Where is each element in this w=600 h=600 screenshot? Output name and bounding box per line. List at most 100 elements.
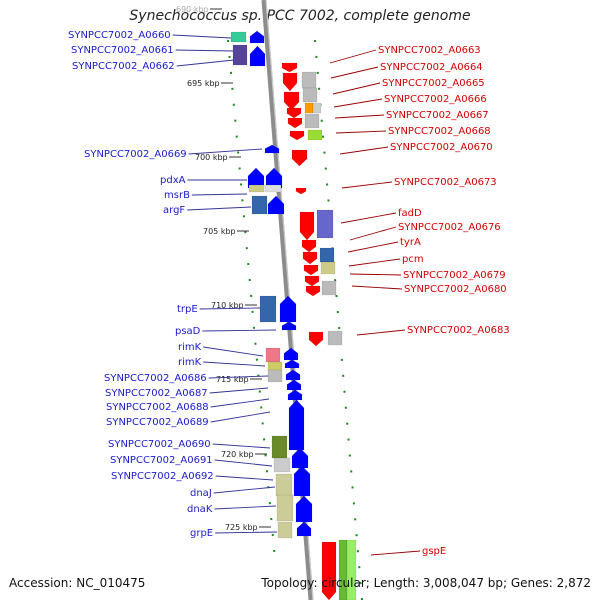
forward-gene-leader: [210, 411, 271, 423]
kbp-tick-label: 705 kbp: [203, 227, 236, 236]
reverse-gene-leader: [349, 226, 397, 241]
forward-gene-label: SYNPCC7002_A0689: [106, 417, 209, 428]
forward-gene-label: grpE: [190, 528, 213, 539]
reverse-gene-label: tyrA: [400, 237, 421, 248]
forward-gene-leader: [210, 398, 270, 408]
kbp-tick-label: 720 kbp: [221, 450, 254, 459]
forward-gene-label: argF: [163, 205, 185, 216]
reverse-gene-shape: [302, 251, 318, 265]
reverse-gene-shape: [291, 149, 308, 167]
reverse-gene-leader: [348, 258, 401, 267]
reverse-gene-label: fadD: [398, 208, 422, 219]
reverse-gene-leader: [330, 66, 379, 79]
reverse-gene-label: pcm: [402, 254, 424, 265]
reverse-gene-shape: [304, 275, 320, 287]
reverse-gene-shape: [301, 239, 317, 253]
reverse-gene-shape: [286, 107, 302, 119]
forward-gene-label: SYNPCC7002_A0686: [104, 373, 207, 384]
forward-gene-label: rimK: [178, 357, 202, 368]
forward-gene-shape: [259, 295, 277, 323]
forward-gene-label: dnaJ: [190, 488, 212, 499]
forward-gene-shape: [230, 31, 247, 43]
forward-gene-shape: [232, 44, 248, 66]
reverse-gene-shape: [305, 285, 321, 297]
reverse-gene-label: SYNPCC7002_A0680: [404, 284, 507, 295]
forward-gene-label: SYNPCC7002_A0660: [68, 30, 171, 41]
forward-gene-label: msrB: [164, 190, 190, 201]
map-title: Synechococcus sp. PCC 7002, complete gen…: [129, 8, 471, 24]
forward-gene-leader: [214, 505, 277, 510]
forward-gene-label: SYNPCC7002_A0669: [84, 149, 187, 160]
forward-gene-leader: [215, 531, 278, 534]
reverse-gene-shape: [321, 280, 337, 296]
reverse-gene-label: SYNPCC7002_A0670: [390, 142, 493, 153]
forward-gene-leader: [176, 59, 235, 67]
forward-gene-leader: [214, 459, 273, 467]
forward-gene-shape: [251, 195, 268, 215]
reverse-gene-shape: [283, 91, 300, 111]
reverse-gene-leader: [329, 49, 377, 64]
forward-gene-shape: [265, 347, 281, 363]
genome-stats: Topology: circular; Length: 3,008,047 bp…: [261, 576, 591, 590]
forward-gene-label: SYNPCC7002_A0691: [110, 455, 213, 466]
forward-gene-shape: [286, 379, 302, 391]
reverse-gene-shape: [346, 539, 357, 600]
forward-gene-leader: [199, 307, 261, 310]
reverse-gene-leader: [333, 98, 383, 108]
forward-gene-label: SYNPCC7002_A0688: [106, 402, 209, 413]
reverse-gene-shape: [302, 87, 318, 103]
reverse-gene-shape: [301, 71, 317, 89]
reverse-gene-label: SYNPCC7002_A0666: [384, 94, 487, 105]
reverse-gene-leader: [335, 130, 387, 134]
forward-gene-shape: [279, 295, 297, 323]
forward-gene-shape: [284, 359, 300, 369]
forward-gene-leader: [172, 34, 232, 39]
forward-gene-label: SYNPCC7002_A0690: [108, 439, 211, 450]
reverse-gene-shape: [304, 102, 314, 114]
reverse-gene-label: gspE: [422, 546, 446, 557]
reverse-gene-label: SYNPCC7002_A0665: [382, 78, 485, 89]
reverse-gene-shape: [281, 62, 298, 73]
forward-gene-leader: [208, 375, 269, 379]
reverse-gene-shape: [320, 261, 336, 275]
reverse-gene-leader: [339, 146, 389, 155]
reverse-gene-shape: [287, 117, 303, 129]
accession-label: Accession: NC_010475: [9, 576, 146, 590]
right-tick-ruler: [314, 39, 363, 600]
forward-gene-shape: [281, 321, 297, 331]
reverse-gene-shape: [308, 331, 324, 347]
reverse-gene-leader: [356, 329, 406, 336]
forward-gene-shape: [247, 167, 265, 189]
forward-gene-leader: [212, 443, 271, 449]
forward-gene-label: SYNPCC7002_A0687: [105, 388, 208, 399]
reverse-gene-shape: [338, 539, 348, 600]
forward-gene-label: trpE: [177, 304, 198, 315]
kbp-tick-label: 715 kbp: [216, 375, 249, 384]
reverse-gene-shape: [316, 209, 334, 239]
forward-gene-label: pdxA: [160, 175, 186, 186]
forward-gene-leader: [209, 387, 269, 394]
forward-gene-leader: [213, 486, 276, 494]
reverse-gene-shape: [304, 113, 320, 129]
forward-gene-shape: [288, 399, 305, 451]
forward-gene-label: SYNPCC7002_A0662: [72, 61, 175, 72]
forward-gene-shape: [283, 347, 299, 361]
reverse-gene-shape: [303, 264, 319, 276]
forward-gene-shape: [271, 435, 288, 459]
forward-gene-shape: [273, 457, 291, 473]
forward-gene-leader: [188, 148, 263, 155]
forward-gene-leader: [203, 346, 264, 357]
forward-gene-leader: [191, 193, 248, 196]
reverse-gene-label: SYNPCC7002_A0679: [403, 270, 506, 281]
reverse-gene-leader: [351, 285, 403, 290]
kbp-tick-label: 710 kbp: [211, 301, 244, 310]
forward-gene-shape: [267, 361, 283, 371]
reverse-gene-shape: [327, 330, 343, 346]
reverse-gene-shape: [289, 130, 305, 141]
forward-gene-shape: [293, 465, 311, 497]
forward-gene-shape: [248, 184, 265, 193]
reverse-gene-shape: [282, 72, 298, 92]
forward-gene-shape: [291, 447, 309, 469]
